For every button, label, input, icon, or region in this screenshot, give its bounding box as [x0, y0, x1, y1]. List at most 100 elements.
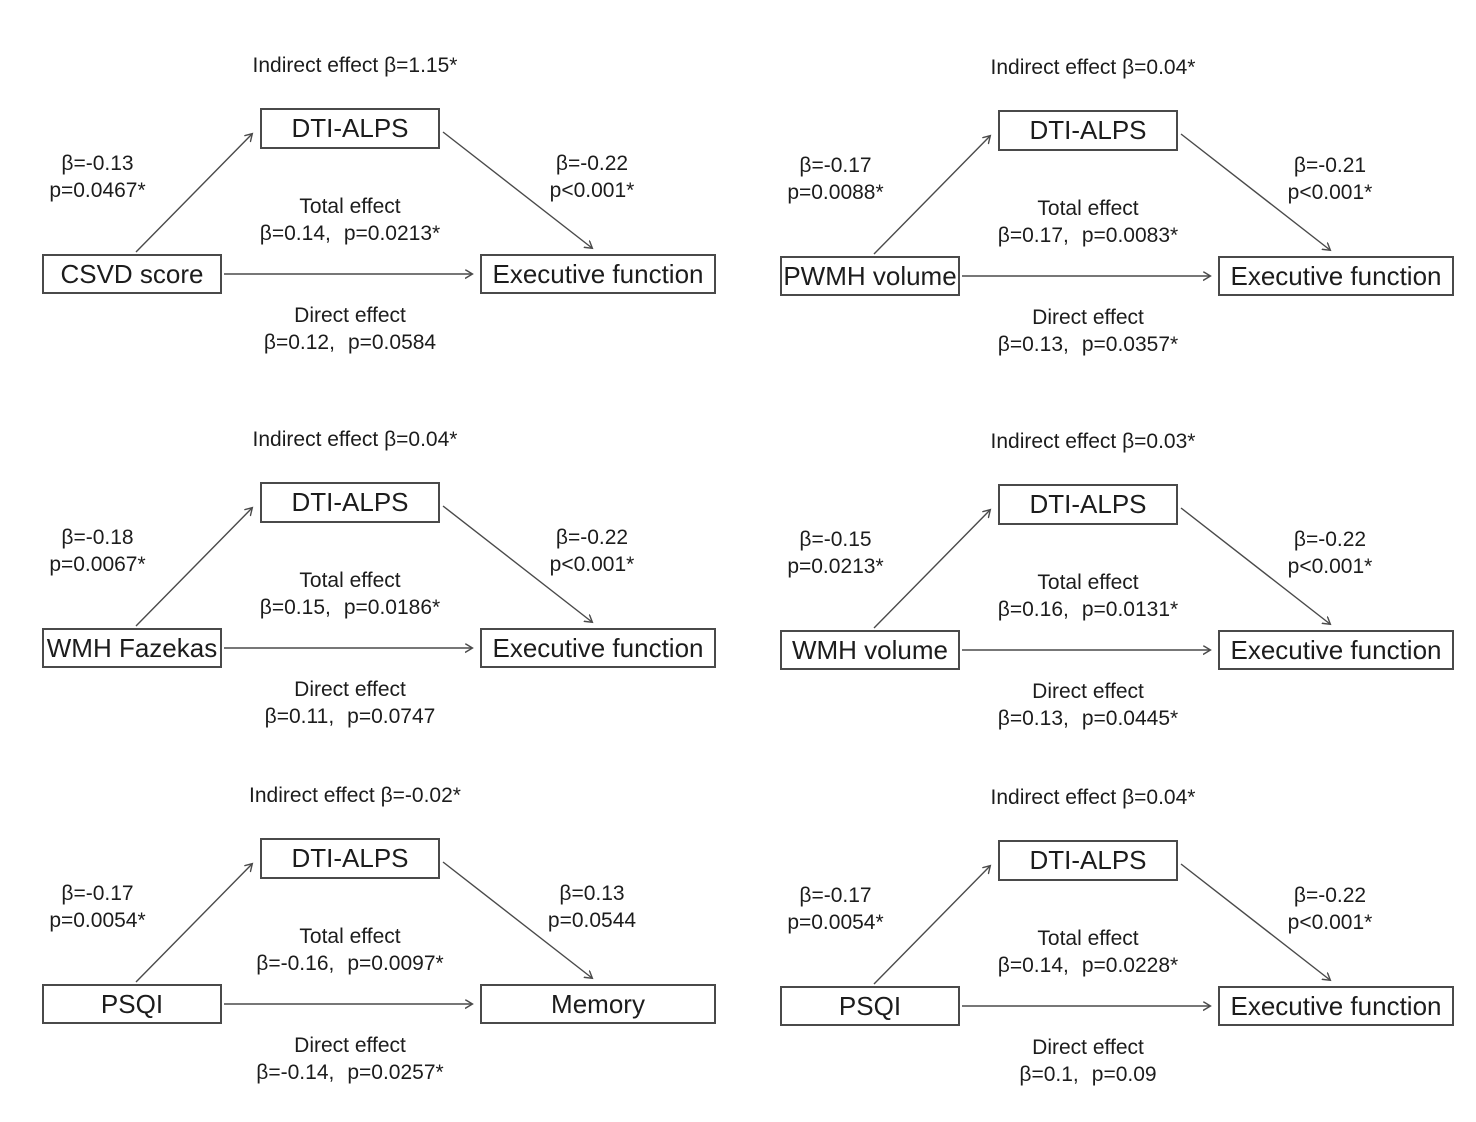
path-b-beta: β=-0.22 — [1293, 528, 1367, 551]
path-b-beta: β=-0.22 — [555, 526, 629, 549]
path-a-p: p=0.0213* — [787, 555, 884, 578]
outcome-box: Executive function — [480, 628, 716, 668]
direct-effect-title: Direct effect — [294, 1034, 406, 1057]
path-a-beta: β=-0.18 — [61, 526, 134, 549]
direct-effect-title: Direct effect — [1032, 680, 1144, 703]
direct-p: p=0.0257* — [347, 1061, 444, 1084]
panel-wmh-volume-executive: Indirect effect β=0.03* DTI-ALPS WMH vol… — [738, 376, 1476, 750]
total-effect-title: Total effect — [1037, 571, 1139, 594]
direct-effect-stats: β=0.13,p=0.0357* — [900, 331, 1276, 358]
direct-effect-stats: β=0.11, p=0.0747 — [162, 703, 538, 730]
predictor-box: PWMH volume — [780, 256, 960, 296]
path-arrows — [873, 863, 1476, 1106]
panel-wmh-fazekas-executive: Indirect effect β=0.04* DTI-ALPS WMH Faz… — [0, 374, 738, 748]
path-b-label: β=-0.22 p<0.001* — [512, 524, 672, 578]
direct-effect-title: Direct effect — [1032, 306, 1144, 329]
direct-effect-label: Direct effect β=0.13,p=0.0357* — [900, 304, 1276, 358]
predictor-box: CSVD score — [42, 254, 222, 294]
indirect-effect-label: Indirect effect β=0.03* — [990, 430, 1196, 453]
total-effect-title: Total effect — [1037, 197, 1139, 220]
direct-effect-title: Direct effect — [1032, 1036, 1144, 1059]
total-effect-label: Total effect β=-0.16,p=0.0097* — [162, 923, 538, 977]
mediator-box: DTI-ALPS — [260, 838, 440, 879]
path-b-arrow — [1180, 507, 1330, 624]
path-a-beta: β=-0.17 — [61, 882, 134, 905]
outcome-box: Executive function — [1218, 986, 1454, 1026]
path-a-beta: β=-0.13 — [61, 152, 134, 175]
path-a-label: β=-0.17 p=0.0088* — [758, 152, 913, 206]
path-b-beta: β=-0.21 — [1293, 154, 1367, 177]
total-beta: β=0.16, — [997, 598, 1069, 621]
path-a-p: p=0.0088* — [787, 181, 884, 204]
path-a-arrow — [135, 508, 252, 627]
path-b-label: β=-0.22 p<0.001* — [512, 150, 672, 204]
path-b-arrow — [442, 505, 592, 622]
direct-beta: β=0.13, — [997, 707, 1069, 730]
indirect-effect-label: Indirect effect β=0.04* — [990, 56, 1196, 79]
mediator-box: DTI-ALPS — [998, 110, 1178, 151]
path-b-beta: β=0.13 — [559, 882, 625, 905]
direct-effect-label: Direct effect β=0.11,p=0.0747 — [162, 676, 538, 730]
panel-psqi-executive: Indirect effect β=0.04* DTI-ALPS PSQI Ex… — [738, 732, 1476, 1106]
path-a-arrow — [135, 864, 252, 983]
direct-beta: β=0.11, — [264, 705, 335, 728]
indirect-effect-label: Indirect effect β=0.04* — [990, 786, 1196, 809]
path-arrows — [135, 505, 738, 748]
path-a-p: p=0.0054* — [787, 911, 884, 934]
direct-p: p=0.09 — [1091, 1063, 1157, 1086]
path-b-p: p<0.001* — [1287, 555, 1373, 578]
direct-effect-stats: β=-0.14, p=0.0257* — [162, 1059, 538, 1086]
total-effect-stats: β=0.14,p=0.0228* — [900, 952, 1276, 979]
total-beta: β=0.14, — [259, 222, 331, 245]
path-b-beta: β=-0.22 — [555, 152, 629, 175]
total-effect-stats: β=0.14, p=0.0213* — [162, 220, 538, 247]
path-b-arrow — [1180, 133, 1330, 250]
path-a-arrow — [873, 510, 990, 629]
total-effect-label: Total effect β=0.16,p=0.0131* — [900, 569, 1276, 623]
total-effect-label: Total effect β=0.17,p=0.0083* — [900, 195, 1276, 249]
path-b-arrow — [442, 861, 592, 978]
path-b-label: β=0.13 p=0.0544 — [512, 880, 672, 934]
indirect-effect-label: Indirect effect β=0.04* — [252, 428, 458, 451]
total-p: p=0.0186* — [343, 596, 441, 619]
total-effect-title: Total effect — [299, 195, 401, 218]
total-effect-title: Total effect — [299, 569, 401, 592]
path-arrows — [873, 133, 1476, 376]
panel-pwmh-executive: Indirect effect β=0.04* DTI-ALPS PWMH vo… — [738, 2, 1476, 376]
path-b-arrow — [1180, 863, 1330, 980]
direct-beta: β=0.12, — [263, 331, 335, 354]
direct-p: p=0.0445* — [1081, 707, 1179, 730]
path-a-label: β=-0.13 p=0.0467* — [20, 150, 175, 204]
predictor-box: PSQI — [780, 986, 960, 1026]
direct-beta: β=0.1, — [1019, 1063, 1079, 1086]
mediator-box: DTI-ALPS — [260, 108, 440, 149]
total-effect-stats: β=0.15, p=0.0186* — [162, 594, 538, 621]
direct-effect-label: Direct effect β=-0.14, p=0.0257* — [162, 1032, 538, 1086]
total-p: p=0.0213* — [343, 222, 441, 245]
path-a-label: β=-0.18 p=0.0067* — [20, 524, 175, 578]
path-a-arrow — [873, 136, 990, 255]
indirect-effect-label: Indirect effect β=-0.02* — [249, 784, 461, 807]
total-p: p=0.0097* — [347, 952, 444, 975]
direct-beta: β=0.13, — [997, 333, 1069, 356]
path-a-beta: β=-0.17 — [799, 884, 872, 907]
panel-psqi-memory: Indirect effect β=-0.02* DTI-ALPS PSQI M… — [0, 730, 738, 1104]
total-beta: β=0.14, — [997, 954, 1069, 977]
path-a-p: p=0.0054* — [49, 909, 146, 932]
total-beta: β=0.15, — [259, 596, 331, 619]
direct-effect-stats: β=0.13, p=0.0445* — [900, 705, 1276, 732]
path-b-arrow — [442, 131, 592, 248]
panel-csvd-executive: Indirect effect β=1.15* DTI-ALPS CSVD sc… — [0, 0, 738, 374]
predictor-box: PSQI — [42, 984, 222, 1024]
total-p: p=0.0083* — [1081, 224, 1179, 247]
predictor-box: WMH volume — [780, 630, 960, 670]
direct-p: p=0.0747 — [347, 705, 436, 728]
direct-beta: β=-0.14, — [256, 1061, 335, 1084]
path-b-p: p<0.001* — [549, 553, 635, 576]
path-arrows — [873, 507, 1476, 750]
path-b-label: β=-0.21 p<0.001* — [1250, 152, 1410, 206]
path-b-p: p<0.001* — [1287, 181, 1373, 204]
indirect-effect-label: Indirect effect β=1.15* — [252, 54, 458, 77]
path-a-label: β=-0.17 p=0.0054* — [758, 882, 913, 936]
